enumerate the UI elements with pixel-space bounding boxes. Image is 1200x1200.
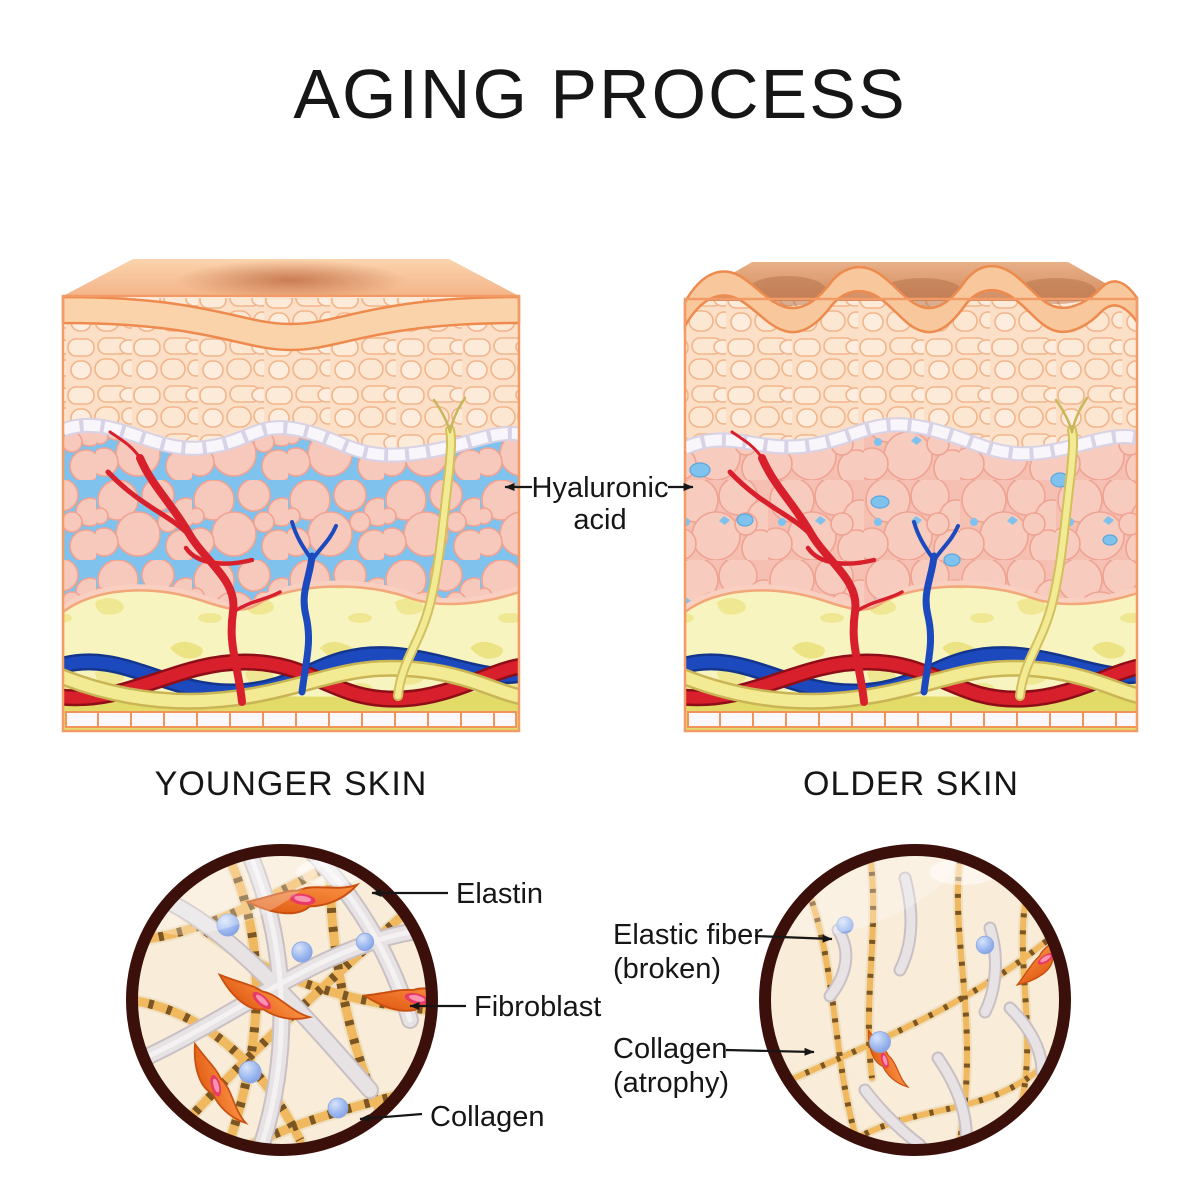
older-magnifier-glare xyxy=(778,851,958,936)
older-skin-caption: OLDER SKIN xyxy=(803,765,1019,803)
collagen-atrophy-arrow xyxy=(725,1047,815,1056)
younger-skin-diagram xyxy=(61,259,521,733)
older-basement-membrane xyxy=(685,417,1137,462)
collagen-atrophy-label-line2: (atrophy) xyxy=(613,1067,729,1099)
page-title: AGING PROCESS xyxy=(293,55,906,133)
older-magnifier-ring xyxy=(759,844,1071,1156)
younger-magnifier-glare xyxy=(145,851,325,936)
older-dermis-magnifier xyxy=(759,844,1071,1156)
older-block-border xyxy=(683,297,1139,733)
younger-magnifier-ring xyxy=(126,844,438,1156)
younger-epidermis-cells xyxy=(63,298,519,456)
collagen-arrow xyxy=(359,1112,423,1123)
hyaluronic-acid-label-line1: Hyaluronic xyxy=(532,472,669,504)
younger-block-border xyxy=(61,294,521,733)
elastic-fiber-broken-label-line2: (broken) xyxy=(613,953,721,985)
elastic-fiber-broken-arrow xyxy=(754,934,833,943)
collagen-atrophy-label-line1: Collagen xyxy=(613,1033,727,1065)
older-skin-diagram xyxy=(683,262,1139,733)
younger-magnifier-annotations: Elastin Fibroblast Collagen xyxy=(359,878,601,1133)
elastin-label: Elastin xyxy=(456,878,543,910)
hyaluronic-acid-label-line2: acid xyxy=(573,504,626,536)
elastic-fiber-broken-label-line1: Elastic fiber xyxy=(613,919,763,951)
older-magnifier-annotations: Elastic fiber (broken) Collagen (atrophy… xyxy=(613,919,833,1099)
collagen-label: Collagen xyxy=(430,1101,544,1133)
fibroblast-label: Fibroblast xyxy=(474,991,601,1023)
older-collagen-fibers-atrophied xyxy=(785,851,1064,1149)
older-epidermis-cells xyxy=(685,300,1137,454)
younger-skin-caption: YOUNGER SKIN xyxy=(155,765,428,803)
younger-dermis-magnifier xyxy=(126,844,438,1156)
younger-surface-dip-shade xyxy=(176,260,406,300)
older-hyaluronic-spots xyxy=(689,462,1118,567)
hyaluronic-acid-annotation: Hyaluronic acid xyxy=(504,472,694,536)
